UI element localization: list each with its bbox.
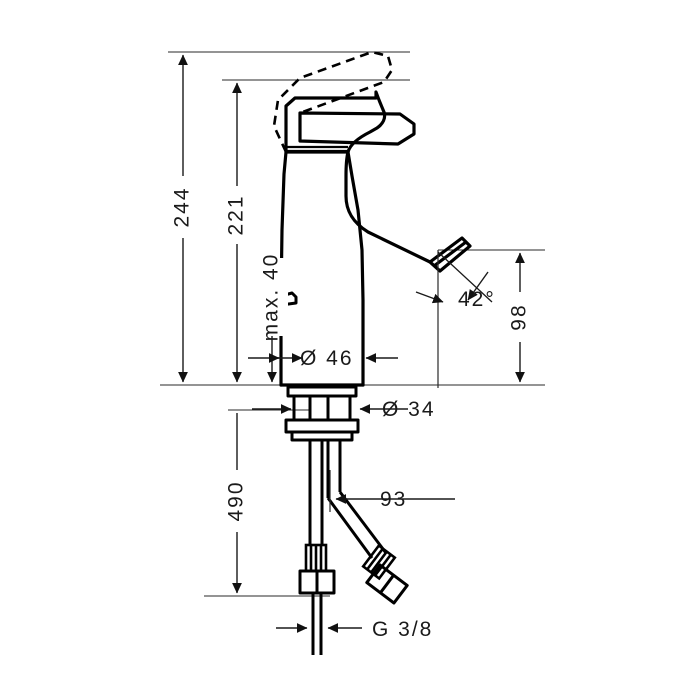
dimension-221: 221 <box>222 82 252 383</box>
dimension-diameter-46: Ø 46 <box>248 347 398 370</box>
dimension-98: 98 <box>506 252 534 383</box>
lever-handle-closed <box>298 111 416 146</box>
dimension-max40: max. 40 <box>258 253 303 383</box>
dim-93-label: 93 <box>380 488 407 511</box>
dimension-angle-42: 42° <box>415 250 496 388</box>
dimension-490: 490 <box>222 413 252 594</box>
extension-lines <box>160 51 545 597</box>
dimension-93: 93 <box>329 470 455 512</box>
dim-98-label: 98 <box>508 303 531 330</box>
dim-d34-label: Ø 34 <box>382 398 436 421</box>
hose-crimp-collars <box>304 543 397 581</box>
dimension-g38-thread: G 3/8 <box>276 618 433 641</box>
dim-244-label: 244 <box>171 186 194 227</box>
dim-g38-label: G 3/8 <box>372 618 433 641</box>
mounting-shank-assembly <box>284 385 360 442</box>
dim-max40-label: max. 40 <box>260 253 283 342</box>
dim-490-label: 490 <box>225 480 248 521</box>
hose-end-nuts <box>298 563 409 655</box>
spout-outlet <box>428 236 472 273</box>
dimension-diameter-34: Ø 34 <box>252 398 436 421</box>
dim-221-label: 221 <box>225 194 248 235</box>
handle-seam-line <box>286 145 348 153</box>
popup-rod-nub <box>279 291 298 307</box>
lever-handle-open-phantom <box>272 50 394 153</box>
supply-hoses <box>308 440 388 559</box>
faucet-body-outline <box>279 90 432 387</box>
dimension-244: 244 <box>168 54 198 383</box>
dim-42deg-label: 42° <box>458 288 496 311</box>
dim-d46-label: Ø 46 <box>300 347 354 370</box>
